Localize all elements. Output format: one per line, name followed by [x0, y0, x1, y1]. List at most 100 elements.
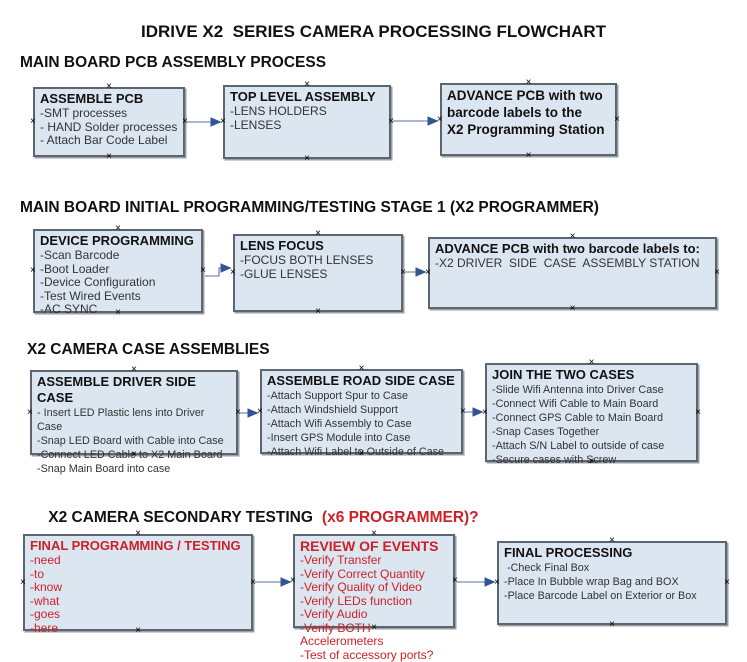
box-title: LENS FOCUS	[240, 238, 324, 253]
anchor-top-icon: ×	[131, 364, 137, 375]
anchor-bottom-icon: ×	[569, 303, 576, 314]
anchor-top-icon: ×	[371, 528, 377, 539]
box-item: -Insert GPS Module into Case	[267, 432, 411, 444]
section-header-initial-programming: MAIN BOARD INITIAL PROGRAMMING/TESTING S…	[20, 199, 599, 216]
box-item: -Boot Loader	[40, 261, 110, 276]
anchor-bottom-icon: ×	[609, 619, 615, 630]
anchor-right-icon: ×	[614, 113, 620, 125]
anchor-right-icon: ×	[724, 577, 730, 588]
anchor-right-icon: ×	[200, 265, 206, 276]
box-title: FINAL PROGRAMMING / TESTING	[30, 538, 241, 553]
box-item: -LENSES	[230, 117, 282, 132]
box-item: -Attach Support Spur to Case	[267, 390, 409, 402]
box-item: -know	[30, 580, 63, 594]
box-title: FINAL PROCESSING	[504, 545, 633, 560]
box-item: -Verify Correct Quantity	[300, 566, 425, 581]
anchor-bottom-icon: ×	[106, 151, 112, 162]
box-item: -Verify LEDs function	[300, 593, 413, 608]
anchor-left-icon: ×	[220, 116, 226, 127]
flow-box-assemble-road-side-case: × × × × ASSEMBLE ROAD SIDE CASE -Attach …	[257, 364, 466, 459]
box-title: REVIEW OF EVENTS	[300, 538, 439, 554]
box-item: -Attach Wifi Assembly to Case	[267, 418, 412, 430]
box-item: - Insert LED Plastic lens into Driver Ca…	[37, 407, 208, 433]
anchor-bottom-icon: ×	[304, 153, 310, 164]
flow-box-advance-pcb-to-programming-station: × × × × ADVANCE PCB with two barcode lab…	[437, 78, 620, 161]
box-item: -Check Final Box	[504, 562, 590, 574]
section-header-secondary-testing-label: X2 CAMERA SECONDARY TESTING	[48, 509, 313, 526]
anchor-right-icon: ×	[695, 406, 701, 418]
anchor-bottom-icon: ×	[135, 625, 141, 636]
box-item: -Attach Windshield Support	[267, 404, 398, 416]
box-item: -Attach Wifi Label to Outside of Case	[267, 446, 445, 458]
box-item: -Secure cases with Screw	[492, 454, 617, 466]
box-item: -X2 DRIVER SIDE CASE ASSEMBLY STATION	[435, 256, 700, 270]
flow-box-join-the-two-cases: × × × × JOIN THE TWO CASES -Slide Wifi A…	[482, 358, 701, 467]
box-item: -need	[30, 553, 61, 567]
anchor-top-icon: ×	[609, 535, 615, 546]
box-item: -Attach S/N Label to outside of case	[492, 440, 665, 452]
flow-box-top-level-assembly: × × × × TOP LEVEL ASSEMBLY -LENS HOLDERS…	[220, 80, 394, 164]
box-item: -here	[30, 620, 59, 635]
flow-box-device-programming: × × × × DEVICE PROGRAMMING -Scan Barcode…	[30, 224, 206, 318]
anchor-right-icon: ×	[235, 406, 241, 418]
box-title: JOIN THE TWO CASES	[492, 367, 635, 382]
anchor-left-icon: ×	[425, 267, 431, 278]
box-item: -Test Wired Events	[40, 288, 141, 303]
box-item: -Connect LED Cable to X2 Main Board	[37, 449, 223, 461]
box-item: -Place Barcode Label on Exterior or Box	[504, 590, 697, 602]
section-header-programmer-note: (x6 PROGRAMMER)?	[321, 509, 479, 526]
box-item: -to	[30, 566, 45, 581]
box-item: - HAND Solder processes	[40, 119, 178, 134]
anchor-left-icon: ×	[230, 267, 236, 278]
box-title: DEVICE PROGRAMMING	[40, 233, 194, 248]
box-title: ADVANCE PCB with two barcode labels to t…	[447, 88, 605, 137]
section-header-secondary-testing: X2 CAMERA SECONDARY TESTING (x6 PROGRAMME…	[31, 491, 479, 545]
anchor-left-icon: ×	[257, 405, 263, 417]
anchor-left-icon: ×	[30, 116, 36, 127]
anchor-top-icon: ×	[115, 223, 121, 234]
box-item: - Attach Bar Code Label	[40, 133, 168, 147]
arrow-device-programming-to-lens-focus	[205, 263, 232, 277]
box-item: -goes	[30, 607, 61, 621]
section-header-case-assemblies: X2 CAMERA CASE ASSEMBLIES	[27, 341, 270, 358]
box-item: -LENS HOLDERS	[230, 104, 327, 118]
anchor-right-icon: ×	[400, 267, 406, 278]
box-item: -Connect GPS Cable to Main Board	[492, 412, 664, 424]
flow-box-assemble-pcb: × × × × ASSEMBLE PCB -SMT processes - HA…	[30, 82, 188, 162]
anchor-bottom-icon: ×	[525, 150, 532, 161]
section-header-pcb-assembly: MAIN BOARD PCB ASSEMBLY PROCESS	[20, 54, 327, 71]
box-item: -Snap Main Board into case	[37, 463, 171, 475]
box-item: -SMT processes	[40, 106, 128, 120]
box-item: -Verify Quality of Video	[300, 580, 422, 594]
box-title: ADVANCE PCB with two barcode labels to:	[435, 241, 700, 256]
anchor-right-icon: ×	[182, 116, 188, 127]
anchor-left-icon: ×	[20, 576, 26, 588]
anchor-left-icon: ×	[290, 575, 296, 586]
anchor-bottom-icon: ×	[371, 622, 377, 633]
anchor-top-icon: ×	[525, 77, 532, 88]
anchor-left-icon: ×	[494, 577, 500, 588]
box-item: -FOCUS BOTH LENSES	[240, 253, 374, 267]
box-item: -what	[30, 593, 60, 608]
flow-box-review-of-events: × × × × REVIEW OF EVENTS -Verify Transfe…	[290, 529, 458, 662]
box-item: -Test of accessory ports?	[300, 647, 434, 662]
anchor-top-icon: ×	[135, 528, 141, 539]
anchor-top-icon: ×	[569, 231, 576, 242]
box-item: -Snap Cases Together	[492, 426, 600, 438]
anchor-top-icon: ×	[106, 81, 112, 92]
anchor-bottom-icon: ×	[588, 456, 595, 467]
anchor-right-icon: ×	[460, 405, 466, 417]
flow-box-final-programming-testing: × × × × FINAL PROGRAMMING / TESTING -nee…	[20, 529, 256, 636]
box-item: -GLUE LENSES	[240, 266, 328, 281]
anchor-top-icon: ×	[358, 363, 365, 374]
anchor-bottom-icon: ×	[115, 307, 121, 318]
anchor-left-icon: ×	[30, 265, 36, 276]
box-item: -Snap LED Board with Cable into Case	[37, 435, 224, 447]
flow-box-final-processing: × × × × FINAL PROCESSING -Check Final Bo…	[494, 536, 730, 630]
anchor-bottom-icon: ×	[358, 448, 365, 459]
anchor-left-icon: ×	[437, 113, 443, 125]
anchor-right-icon: ×	[714, 267, 720, 278]
anchor-bottom-icon: ×	[131, 449, 137, 460]
anchor-right-icon: ×	[250, 576, 256, 588]
